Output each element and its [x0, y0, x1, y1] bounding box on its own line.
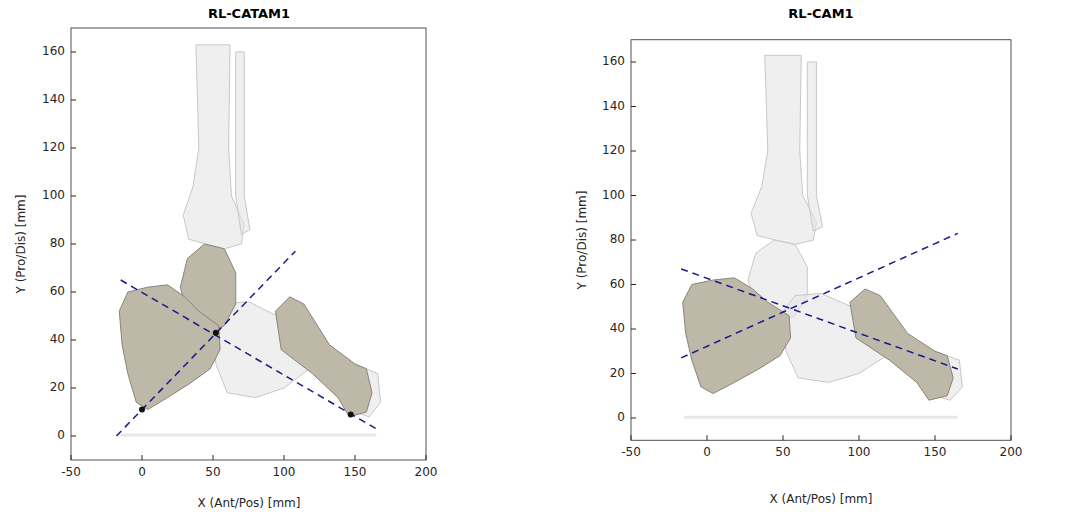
axis-line	[681, 269, 958, 369]
tick-mark	[631, 106, 636, 107]
tick-mark	[71, 100, 76, 101]
tick-mark	[71, 52, 76, 53]
axes-box	[71, 28, 426, 460]
tick-mark	[71, 244, 76, 245]
ground-plate	[684, 416, 958, 419]
tick-mark	[71, 340, 76, 341]
axis-label: X (Ant/Pos) [mm]	[198, 497, 301, 510]
tick-mark	[631, 62, 636, 63]
tick-label: 120	[42, 141, 65, 154]
tick-label: 140	[602, 100, 625, 113]
tick-label: 150	[924, 447, 947, 460]
axis-label: Y (Pro/Dis) [mm]	[576, 191, 589, 290]
metatarsal-bone	[275, 297, 372, 417]
tick-label: 100	[602, 189, 625, 202]
tick-mark	[71, 196, 76, 197]
tick-label: 100	[273, 466, 296, 479]
tick-label: 100	[42, 189, 65, 202]
plot-panel	[71, 28, 426, 460]
calcaneus-bone	[119, 285, 220, 410]
tick-label: 0	[57, 429, 65, 442]
landmark-dot	[213, 330, 219, 336]
tick-label: 0	[138, 466, 146, 479]
tick-mark	[142, 455, 143, 460]
tick-label: 120	[602, 144, 625, 157]
tibia-bone	[751, 55, 816, 244]
landmark-dot	[348, 411, 354, 417]
tick-label: 40	[50, 333, 65, 346]
tick-mark	[631, 435, 632, 440]
tick-label: 80	[50, 237, 65, 250]
tick-mark	[426, 455, 427, 460]
tick-label: 140	[42, 93, 65, 106]
tibia-bone	[183, 45, 244, 249]
tick-label: 100	[848, 447, 871, 460]
tick-label: -50	[621, 447, 641, 460]
axis-label: X (Ant/Pos) [mm]	[770, 493, 873, 506]
tick-mark	[355, 455, 356, 460]
tick-label: 50	[205, 466, 220, 479]
tick-mark	[631, 195, 636, 196]
tick-label: 60	[50, 285, 65, 298]
calcaneus-bone	[683, 278, 791, 394]
tick-label: 150	[344, 466, 367, 479]
axis-line	[681, 233, 958, 358]
tick-mark	[71, 455, 72, 460]
tick-label: 0	[617, 411, 625, 424]
tick-label: -50	[61, 466, 81, 479]
tick-mark	[631, 240, 636, 241]
tick-label: 40	[610, 322, 625, 335]
plot-panel	[631, 40, 1011, 441]
tick-label: 20	[610, 367, 625, 380]
axis-line	[116, 251, 295, 436]
tick-mark	[631, 373, 636, 374]
tick-mark	[631, 418, 636, 419]
tick-label: 20	[50, 381, 65, 394]
tick-mark	[631, 151, 636, 152]
tick-label: 50	[775, 447, 790, 460]
tick-label: 0	[703, 447, 711, 460]
axis-line	[121, 280, 377, 429]
tick-label: 160	[42, 45, 65, 58]
axes-box	[631, 40, 1011, 441]
tick-mark	[859, 435, 860, 440]
tick-mark	[935, 435, 936, 440]
plot-title: RL-CATAM1	[208, 7, 290, 21]
tick-mark	[284, 455, 285, 460]
tick-label: 200	[1000, 447, 1023, 460]
tick-mark	[71, 388, 76, 389]
tick-mark	[71, 292, 76, 293]
axis-label: Y (Pro/Dis) [mm]	[15, 195, 28, 294]
tick-mark	[783, 435, 784, 440]
landmark-dot	[139, 407, 145, 413]
tick-mark	[707, 435, 708, 440]
tick-mark	[71, 148, 76, 149]
tick-label: 80	[610, 233, 625, 246]
tick-label: 200	[415, 466, 438, 479]
tick-mark	[631, 284, 636, 285]
ground-plate	[121, 434, 377, 437]
fibula-bone	[807, 62, 822, 231]
tick-mark	[1011, 435, 1012, 440]
tick-mark	[631, 329, 636, 330]
tick-mark	[71, 436, 76, 437]
tick-label: 60	[610, 278, 625, 291]
metatarsal-bone	[850, 289, 953, 400]
tick-label: 160	[602, 55, 625, 68]
fibula-bone	[236, 52, 250, 234]
tick-mark	[213, 455, 214, 460]
plot-title: RL-CAM1	[788, 7, 853, 21]
